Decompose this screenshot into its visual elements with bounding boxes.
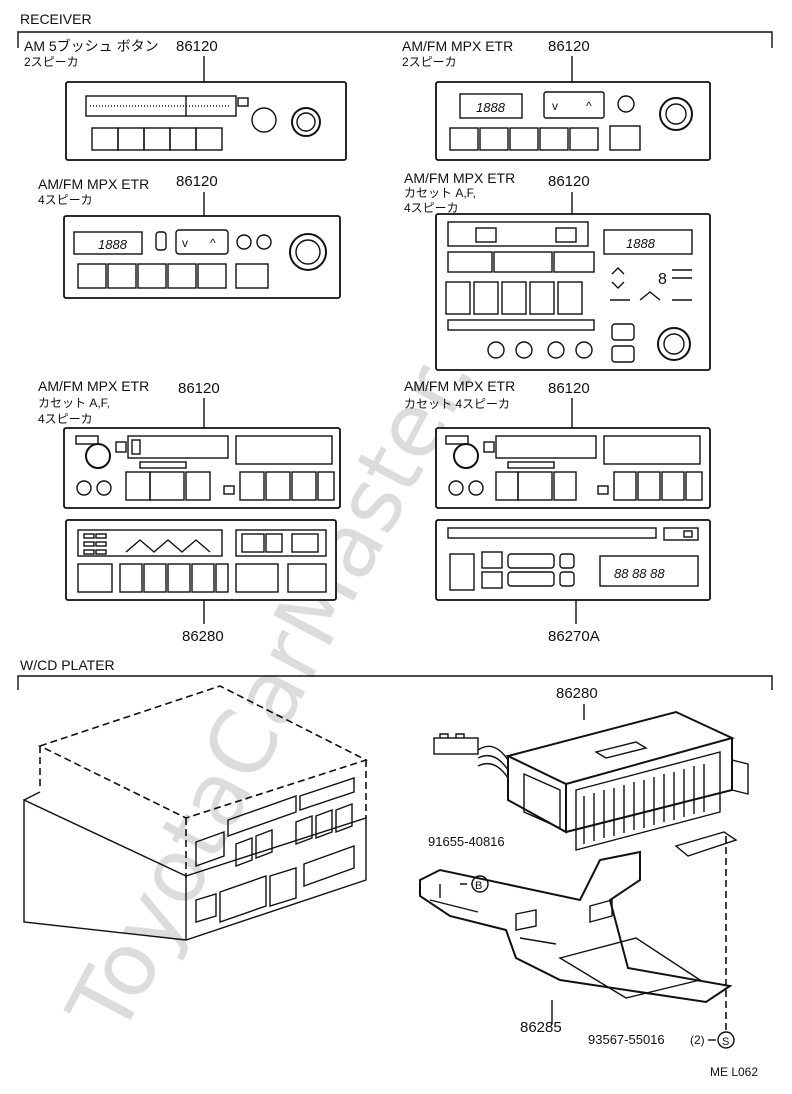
unit-5-title: AM/FM MPX ETR xyxy=(38,378,149,394)
unit-2-speaker-note: 2スピーカ xyxy=(402,55,457,69)
receiver-unit-3: AM/FM MPX ETR 86120 4スピーカ 1888 v ^ xyxy=(38,173,341,299)
unit-4-part-number: 86120 xyxy=(548,173,590,190)
screw-callout: 93567-55016 (2) S xyxy=(588,836,735,1049)
receiver-unit-2: AM/FM MPX ETR 86120 2スピーカ 1888 v ^ xyxy=(402,38,711,161)
receiver-unit-86280: 86280 xyxy=(65,519,337,645)
bracket-part-number: 86285 xyxy=(520,1019,562,1036)
unit-4-segment-digit: 8 xyxy=(658,271,667,288)
section-receiver-label: RECEIVER xyxy=(20,11,92,27)
receiver-unit-6: AM/FM MPX ETR 86120 カセット 4スピーカ xyxy=(404,378,711,509)
receiver-unit-5: AM/FM MPX ETR 86120 カセット A,F, 4スピーカ xyxy=(38,378,341,509)
unit-1-speaker-note: 2スピーカ xyxy=(24,55,79,69)
screw-ref-letter: S xyxy=(722,1036,729,1048)
diagram-code: ME L062 xyxy=(710,1065,758,1079)
unit-6-part-number: 86120 xyxy=(548,380,590,397)
mounting-bracket xyxy=(419,850,733,1004)
unit-4-speaker-note: 4スピーカ xyxy=(404,201,459,215)
unit-5-cassette-note: カセット A,F, xyxy=(38,396,110,410)
unit-86270a-part-number: 86270A xyxy=(548,628,600,645)
bolt-ref-letter: B xyxy=(475,880,482,892)
stacked-units-drawing xyxy=(23,685,369,941)
cd-player-frame xyxy=(17,675,773,690)
unit-1-title: AM 5ブッシュ ボタン xyxy=(24,38,159,54)
unit-3-display: 1888 xyxy=(98,237,128,252)
unit-4-cassette-note: カセット A,F, xyxy=(404,186,476,200)
unit-86280-part-number: 86280 xyxy=(182,628,224,645)
cd-player-part-number: 86280 xyxy=(556,685,598,702)
screw-quantity: (2) xyxy=(690,1033,705,1047)
receiver-frame xyxy=(17,31,773,48)
unit-3-part-number: 86120 xyxy=(176,173,218,190)
unit-2-part-number: 86120 xyxy=(548,38,590,55)
bolt-callout: 91655-40816 B xyxy=(428,834,505,893)
svg-text:v: v xyxy=(552,99,558,113)
svg-text:v: v xyxy=(182,236,188,250)
screw-part-number: 93567-55016 xyxy=(588,1032,665,1047)
unit-5-part-number: 86120 xyxy=(178,380,220,397)
cd-player-assembly: 86280 xyxy=(433,685,749,857)
receiver-unit-1: AM 5ブッシュ ボタン 86120 2スピーカ xyxy=(24,38,347,161)
unit-86270a-display: 88 88 88 xyxy=(614,566,665,581)
receiver-unit-86270a: 88 88 88 86270A xyxy=(435,519,711,645)
unit-4-display: 1888 xyxy=(626,236,656,251)
unit-5-speaker-note: 4スピーカ xyxy=(38,412,93,426)
unit-2-display: 1888 xyxy=(476,100,506,115)
unit-1-part-number: 86120 xyxy=(176,38,218,55)
unit-6-cassette-note: カセット 4スピーカ xyxy=(404,397,510,411)
svg-text:^: ^ xyxy=(586,99,592,113)
section-cd-player-label: W/CD PLATER xyxy=(20,657,115,673)
unit-2-title: AM/FM MPX ETR xyxy=(402,38,513,54)
receiver-unit-4: AM/FM MPX ETR 86120 カセット A,F, 4スピーカ 1888… xyxy=(404,170,711,371)
unit-3-speaker-note: 4スピーカ xyxy=(38,193,93,207)
svg-text:^: ^ xyxy=(210,236,216,250)
unit-4-title: AM/FM MPX ETR xyxy=(404,170,515,186)
unit-6-title: AM/FM MPX ETR xyxy=(404,378,515,394)
unit-3-title: AM/FM MPX ETR xyxy=(38,176,149,192)
bolt-part-number: 91655-40816 xyxy=(428,834,505,849)
